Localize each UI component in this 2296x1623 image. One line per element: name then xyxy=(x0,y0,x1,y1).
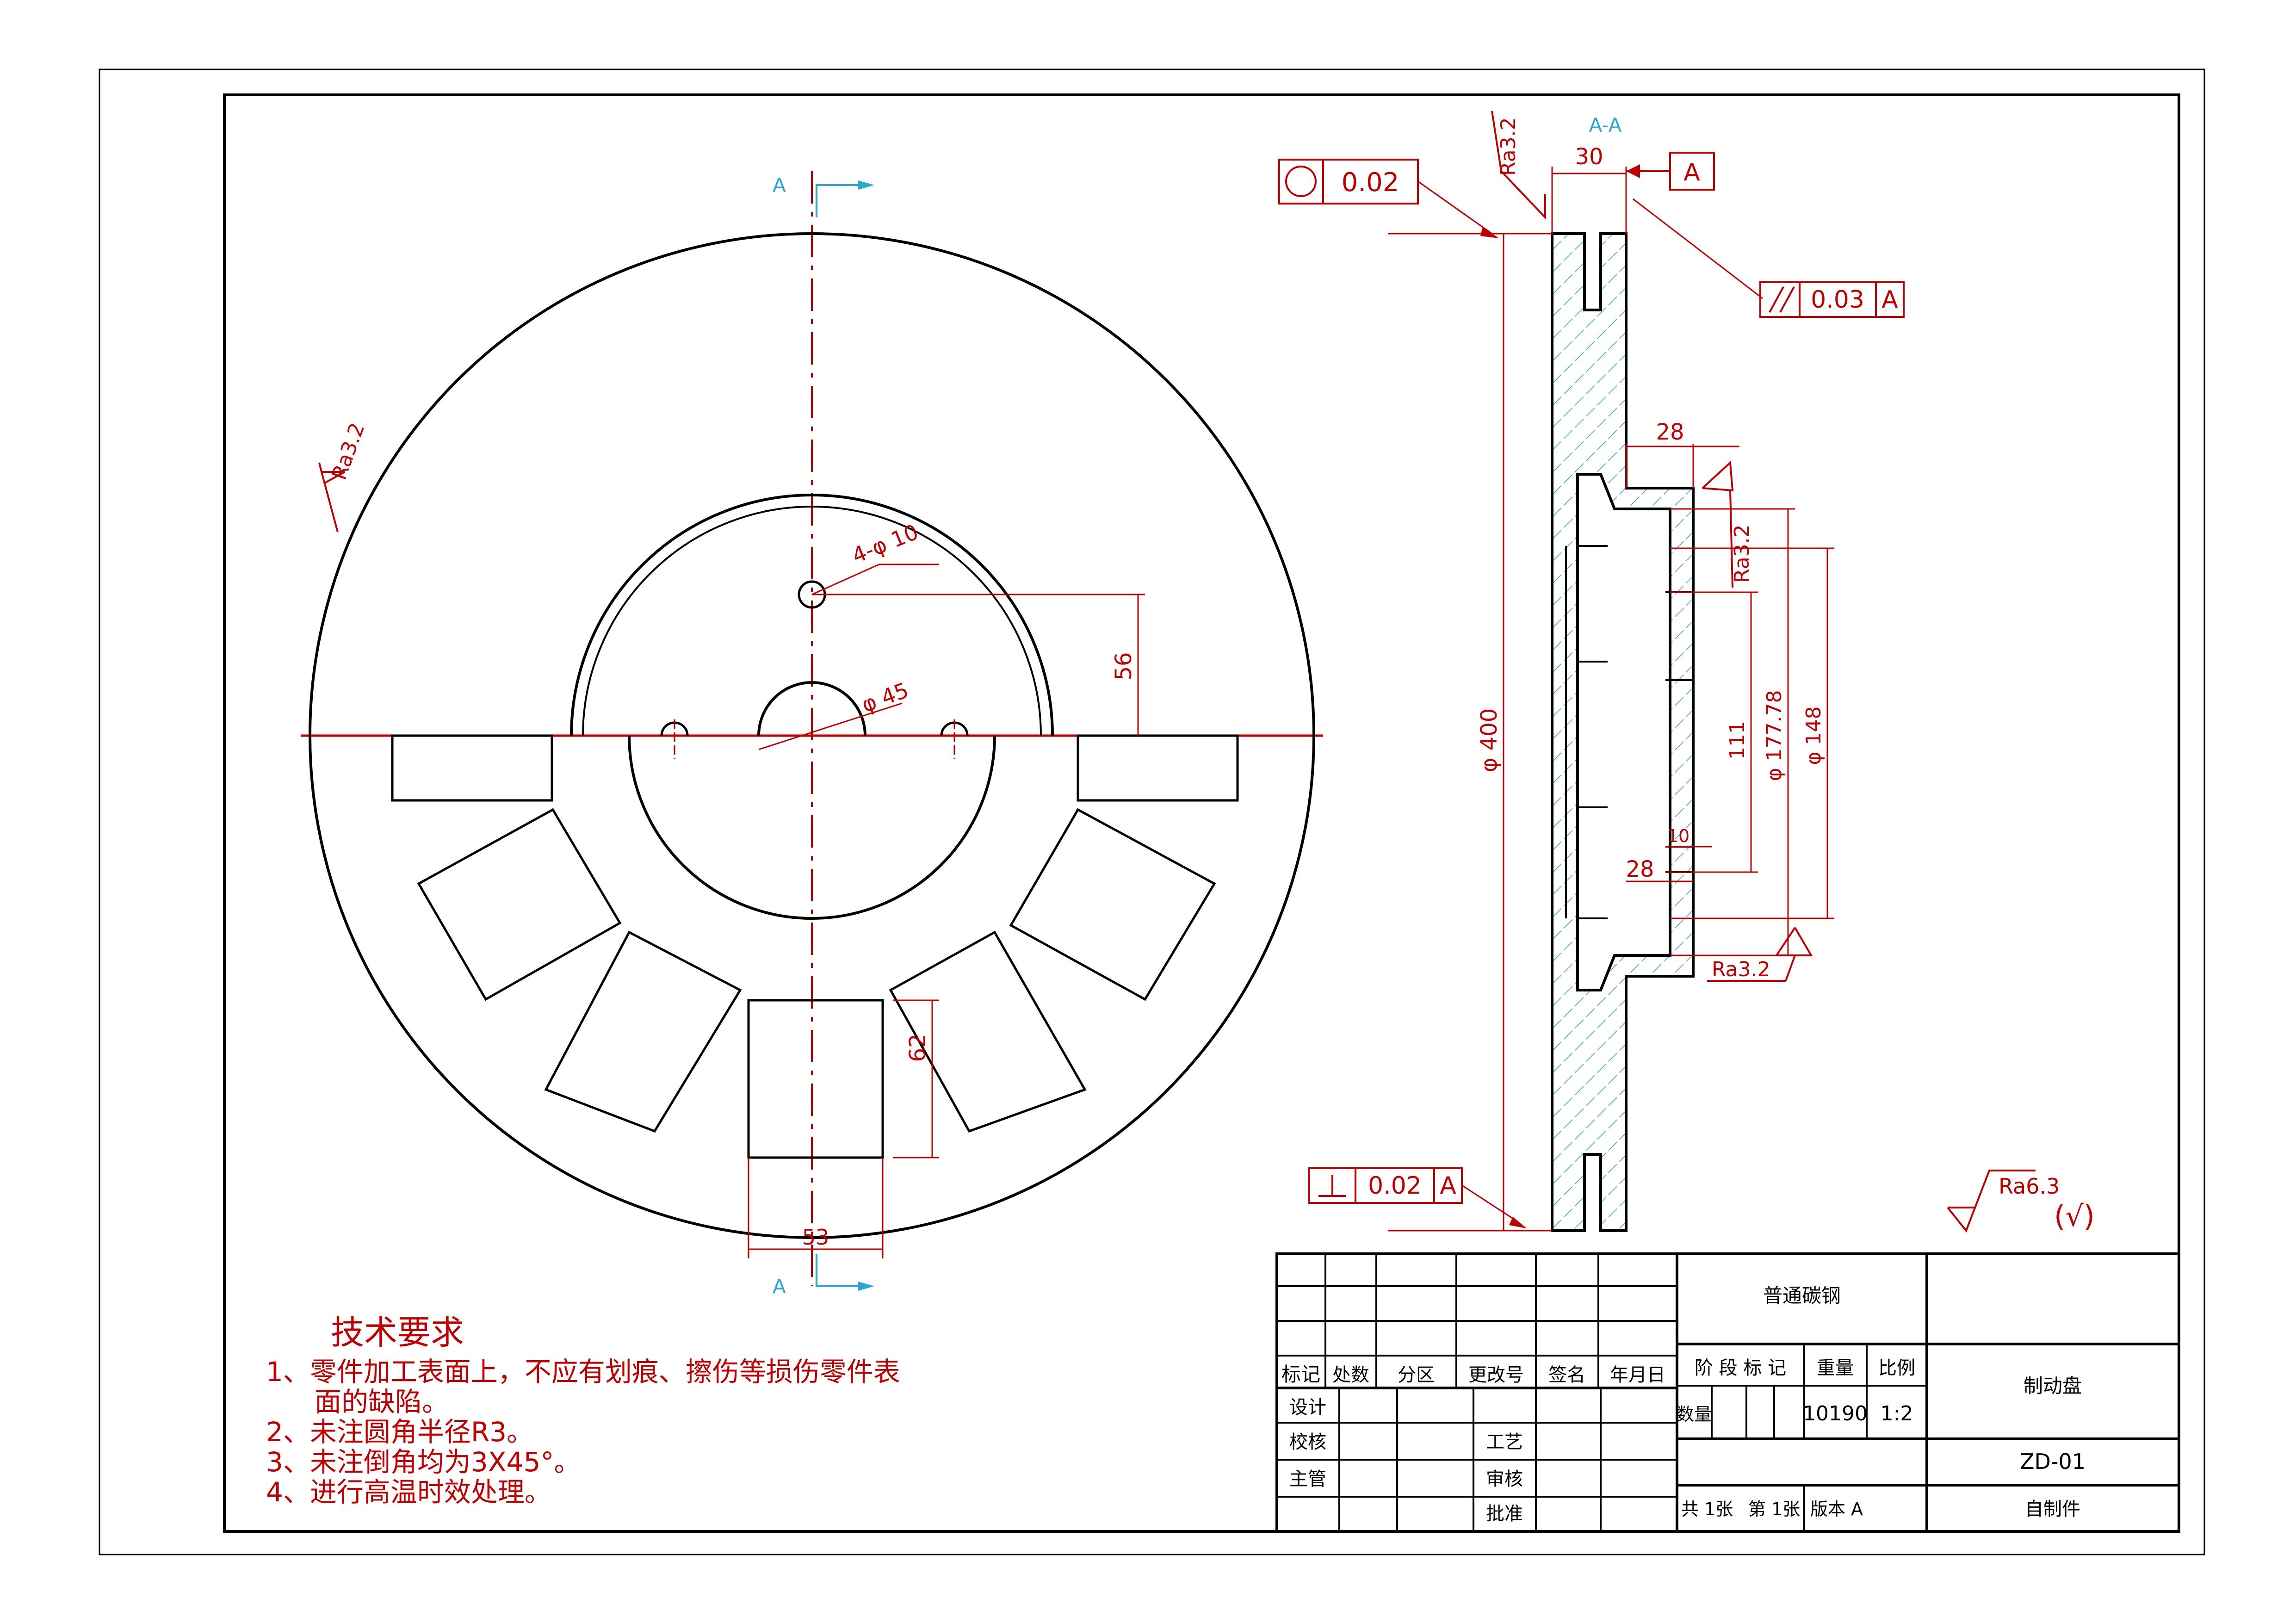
tech-item-2: 2、未注圆角半径R3。 xyxy=(266,1416,533,1448)
tb-sheets-total: 共 1张 xyxy=(1681,1499,1733,1519)
tb-header-2: 分区 xyxy=(1398,1364,1435,1386)
vane-section xyxy=(391,734,553,802)
tb-part-name: 制动盘 xyxy=(2024,1375,2082,1397)
parallelism-value: 0.03 xyxy=(1811,286,1864,314)
vane-section xyxy=(1009,808,1216,1001)
roundness-symbol xyxy=(1285,166,1317,197)
tb-stage-label: 阶 段 标 记 xyxy=(1695,1357,1786,1379)
title-block xyxy=(1275,1252,2180,1533)
vane-section xyxy=(1077,734,1239,802)
datum-label: A xyxy=(1683,159,1700,186)
tb-role-approve: 批准 xyxy=(1486,1503,1523,1524)
dim-28-bottom: 28 xyxy=(1626,856,1654,882)
section-view: A-A 0.02 Ra3.2 30 A xyxy=(1278,111,1905,1232)
dim-111: 111 xyxy=(1726,721,1749,760)
bore-callout: φ 45 xyxy=(858,677,912,717)
disc-outer-circle xyxy=(309,232,1315,1239)
vane-section xyxy=(889,930,1087,1133)
dim-dia-177: φ 177.78 xyxy=(1763,690,1786,781)
dim-56: 56 xyxy=(1111,652,1137,680)
tech-item-4: 4、进行高温时效处理。 xyxy=(266,1476,551,1508)
roundness-value: 0.02 xyxy=(1342,167,1399,198)
section-mark-bottom: A xyxy=(773,1275,786,1298)
outer-border xyxy=(99,68,2205,1555)
rough-mid: Ra3.2 xyxy=(1730,524,1754,583)
tb-material: 普通碳钢 xyxy=(1763,1284,1841,1307)
tech-item-3: 3、未注倒角均为3X45°。 xyxy=(266,1446,581,1478)
front-roughness: Ra3.2 xyxy=(327,420,369,483)
perpendicularity-ref: A xyxy=(1440,1172,1456,1200)
rough-bottom: Ra3.2 xyxy=(1712,958,1770,981)
rough-top: Ra3.2 xyxy=(1497,117,1520,176)
dim-30: 30 xyxy=(1575,144,1603,170)
tb-role-check: 校核 xyxy=(1289,1431,1326,1453)
section-mark-top: A xyxy=(773,174,786,197)
tb-drawing-no: ZD-01 xyxy=(2020,1449,2086,1474)
hat-arc-inner xyxy=(582,506,1042,736)
tb-source: 自制件 xyxy=(2025,1499,2080,1520)
tb-scale: 1:2 xyxy=(1881,1402,1913,1425)
dim-62: 62 xyxy=(905,1034,931,1062)
hat-arc-outer xyxy=(570,494,1054,736)
tb-role-review: 审核 xyxy=(1486,1468,1523,1490)
tech-title: 技术要求 xyxy=(331,1313,464,1352)
tb-sheet-no: 第 1张 xyxy=(1748,1499,1800,1519)
perpendicularity-value: 0.02 xyxy=(1368,1172,1422,1200)
tb-role-chief: 主管 xyxy=(1289,1468,1326,1490)
dim-10: 10 xyxy=(1667,826,1690,846)
tech-requirements: 技术要求 1、零件加工表面上，不应有划痕、擦伤等损伤零件表 面的缺陷。 2、未注… xyxy=(266,1313,900,1508)
section-title: A-A xyxy=(1589,114,1622,136)
tb-role-process: 工艺 xyxy=(1486,1431,1523,1453)
vane-section xyxy=(417,808,622,1001)
vane-section xyxy=(747,999,884,1159)
tb-role-design: 设计 xyxy=(1289,1397,1326,1418)
vane-section xyxy=(544,930,742,1133)
tb-header-3: 更改号 xyxy=(1468,1364,1524,1386)
tech-item-1: 1、零件加工表面上，不应有划痕、擦伤等损伤零件表 xyxy=(266,1356,900,1388)
tb-header-5: 年月日 xyxy=(1610,1364,1665,1386)
dim-53: 53 xyxy=(802,1225,829,1250)
hole-callout: 4-φ 10 xyxy=(848,519,922,568)
tb-header-4: 签名 xyxy=(1548,1364,1585,1386)
hub-recess xyxy=(1576,473,1671,991)
tb-scale-label: 比例 xyxy=(1878,1357,1915,1379)
dim-dia-148: φ 148 xyxy=(1802,706,1826,765)
general-roughness: Ra6.3 (√) xyxy=(1947,1170,2095,1233)
parallelism-ref: A xyxy=(1881,286,1898,314)
hub-arc-lower xyxy=(628,735,996,920)
dim-dia-400: φ 400 xyxy=(1476,708,1502,773)
tb-header-1: 处数 xyxy=(1332,1364,1369,1386)
inner-border xyxy=(223,93,2180,1533)
general-roughness-value: Ra6.3 xyxy=(1999,1174,2060,1199)
front-view: 56 4-φ 10 φ 45 62 53 Ra3.2 A A xyxy=(301,171,1323,1298)
tb-header-0: 标记 xyxy=(1281,1363,1320,1386)
center-bore xyxy=(757,681,866,736)
tb-qty-label: 数量 xyxy=(1677,1404,1712,1425)
dim-28-top: 28 xyxy=(1656,419,1684,445)
general-roughness-suffix: (√) xyxy=(2054,1199,2095,1233)
tech-item-1b: 面的缺陷。 xyxy=(315,1386,449,1418)
tb-version: 版本 A xyxy=(1810,1499,1863,1519)
tb-weight-label: 重量 xyxy=(1817,1357,1854,1379)
title-block-text: 普通碳钢 制动盘 ZD-01 自制件 标记 处数 分区 更改号 签名 年月日 设… xyxy=(1281,1284,2086,1524)
tb-weight: 10190 xyxy=(1803,1402,1868,1425)
